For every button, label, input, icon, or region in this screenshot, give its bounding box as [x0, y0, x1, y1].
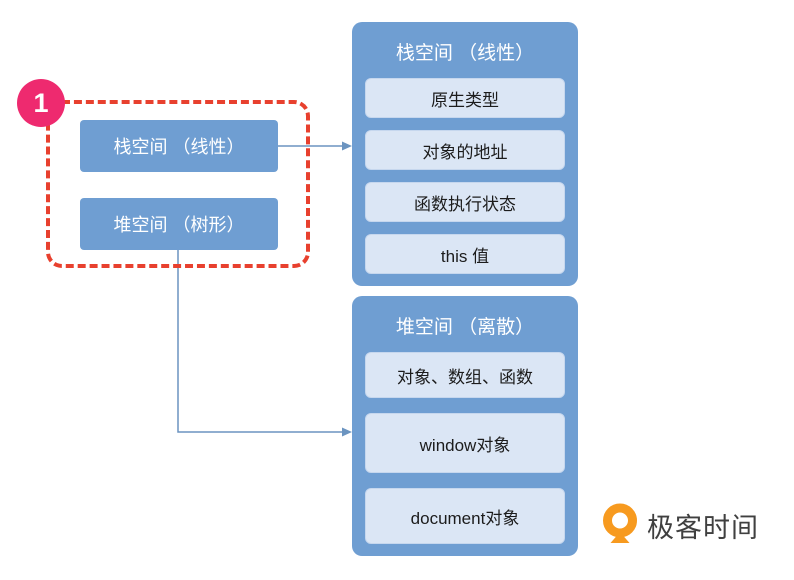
- heap-panel-item-document-object: document对象: [365, 488, 565, 544]
- heap-panel: 堆空间 （离散） 对象、数组、函数 window对象 document对象: [352, 296, 578, 556]
- stack-arrow-head: [342, 141, 352, 151]
- step-badge: 1: [17, 79, 65, 127]
- heap-source-box: 堆空间 （树形）: [80, 198, 278, 250]
- geektime-logo: 极客时间: [600, 503, 759, 548]
- heap-panel-title: 堆空间 （离散）: [395, 317, 535, 338]
- stack-panel-item-this-value: this 值: [365, 234, 565, 274]
- heap-elbow-line: [177, 250, 343, 433]
- heap-panel-item-objects-arrays-functions: 对象、数组、函数: [365, 352, 565, 398]
- heap-arrow-head: [342, 427, 352, 437]
- stack-panel-title: 栈空间 （线性）: [395, 43, 535, 64]
- stack-panel: 栈空间 （线性） 原生类型 对象的地址 函数执行状态 this 值: [352, 22, 578, 286]
- stack-panel-item-execution-state: 函数执行状态: [365, 182, 565, 222]
- heap-panel-item-window-object: window对象: [365, 413, 565, 473]
- stack-panel-item-native-types: 原生类型: [365, 78, 565, 118]
- geektime-logo-text: 极客时间: [647, 513, 759, 543]
- stack-panel-item-object-address: 对象的地址: [365, 130, 565, 170]
- step-badge-label: 1: [33, 87, 49, 118]
- stack-source-box: 栈空间 （线性）: [80, 120, 278, 172]
- geektime-logo-icon: [600, 503, 640, 548]
